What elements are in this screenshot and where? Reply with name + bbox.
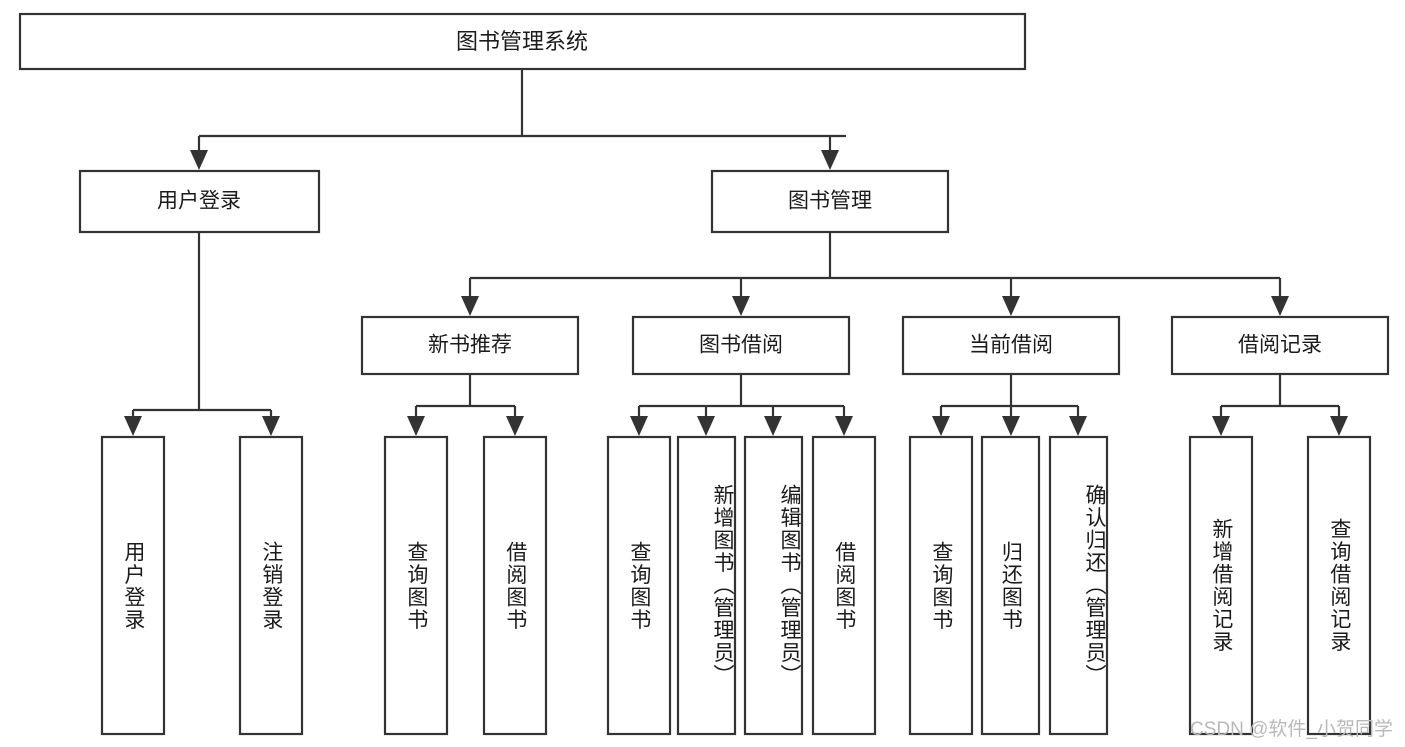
connector-group-new-book-rec [407, 374, 524, 436]
arrowhead-leaf-return-book [1002, 416, 1020, 436]
connector-group-current-borrow [932, 374, 1087, 436]
node-borrow-record[interactable]: 借阅记录 [1170, 315, 1390, 376]
connector-group-book-manage [461, 232, 1289, 316]
leaf-query-record-rect[interactable] [1306, 435, 1372, 736]
arrowhead-leaf-query-book-3 [932, 416, 950, 436]
leaf-query-book-3-rect[interactable] [908, 435, 974, 736]
node-new-book-rec[interactable]: 新书推荐 [360, 315, 580, 376]
node-user-login[interactable]: 用户登录 [78, 169, 321, 234]
node-book-borrow-label: 图书借阅 [699, 334, 783, 357]
node-book-manage-rect [710, 169, 950, 234]
node-root-rect [18, 12, 1027, 71]
connector-group-root [190, 69, 846, 170]
leaf-user-logout-rect[interactable] [238, 435, 304, 736]
node-borrow-record-label: 借阅记录 [1238, 334, 1322, 357]
node-root-label: 图书管理系统 [456, 29, 588, 54]
leaf-confirm-return-rect[interactable] [1048, 435, 1109, 736]
leaf-return-book-rect[interactable] [980, 435, 1041, 736]
leaf-borrow-book-2-rect[interactable] [811, 435, 877, 736]
node-book-manage[interactable]: 图书管理 [710, 169, 950, 234]
arrowhead-leaf-user-logout [262, 416, 280, 436]
node-book-borrow[interactable]: 图书借阅 [631, 315, 851, 376]
arrowhead-leaf-query-book-2 [630, 416, 648, 436]
leaf-query-book-1-rect[interactable] [383, 435, 449, 736]
node-root[interactable]: 图书管理系统 [18, 12, 1027, 71]
arrowhead-current-borrow [1002, 296, 1020, 316]
arrowhead-leaf-query-record [1330, 416, 1348, 436]
node-current-borrow-label: 当前借阅 [969, 334, 1053, 357]
node-user-login-label: 用户登录 [157, 190, 241, 213]
leaf-user-login-rect[interactable] [100, 435, 166, 736]
arrowhead-leaf-borrow-book-1 [506, 416, 524, 436]
leaf-query-book-2-rect[interactable] [606, 435, 672, 736]
connector-group-user-login [124, 232, 280, 436]
arrowhead-leaf-borrow-book-2 [835, 416, 853, 436]
node-current-borrow-rect [901, 315, 1121, 376]
arrowhead-leaf-confirm-return [1069, 416, 1087, 436]
connector-group-borrow-record [1212, 374, 1348, 436]
arrowhead-book-borrow [732, 296, 750, 316]
arrowhead-borrow-record [1271, 296, 1289, 316]
node-borrow-record-rect [1170, 315, 1390, 376]
node-book-borrow-rect [631, 315, 851, 376]
arrowhead-new-book-rec [461, 296, 479, 316]
node-new-book-rec-label: 新书推荐 [428, 334, 512, 357]
leaf-add-record-rect[interactable] [1188, 435, 1254, 736]
watermark-text: CSDN @软件_小贺同学 [1190, 719, 1393, 740]
arrowhead-leaf-add-record [1212, 416, 1230, 436]
connector-group-book-borrow [630, 374, 853, 436]
arrowhead-leaf-edit-book [764, 416, 782, 436]
arrowhead-leaf-add-book [697, 416, 715, 436]
leaf-boxes [100, 435, 1372, 736]
arrowhead-book-manage [821, 150, 839, 170]
arrowhead-leaf-user-login [124, 416, 142, 436]
node-current-borrow[interactable]: 当前借阅 [901, 315, 1121, 376]
arrowhead-leaf-query-book-1 [407, 416, 425, 436]
leaf-add-book-rect[interactable] [676, 435, 737, 736]
node-book-manage-label: 图书管理 [788, 190, 872, 213]
arrowhead-user-login [190, 150, 208, 170]
leaf-borrow-book-1-rect[interactable] [482, 435, 548, 736]
node-new-book-rec-rect [360, 315, 580, 376]
leaf-edit-book-rect[interactable] [743, 435, 804, 736]
